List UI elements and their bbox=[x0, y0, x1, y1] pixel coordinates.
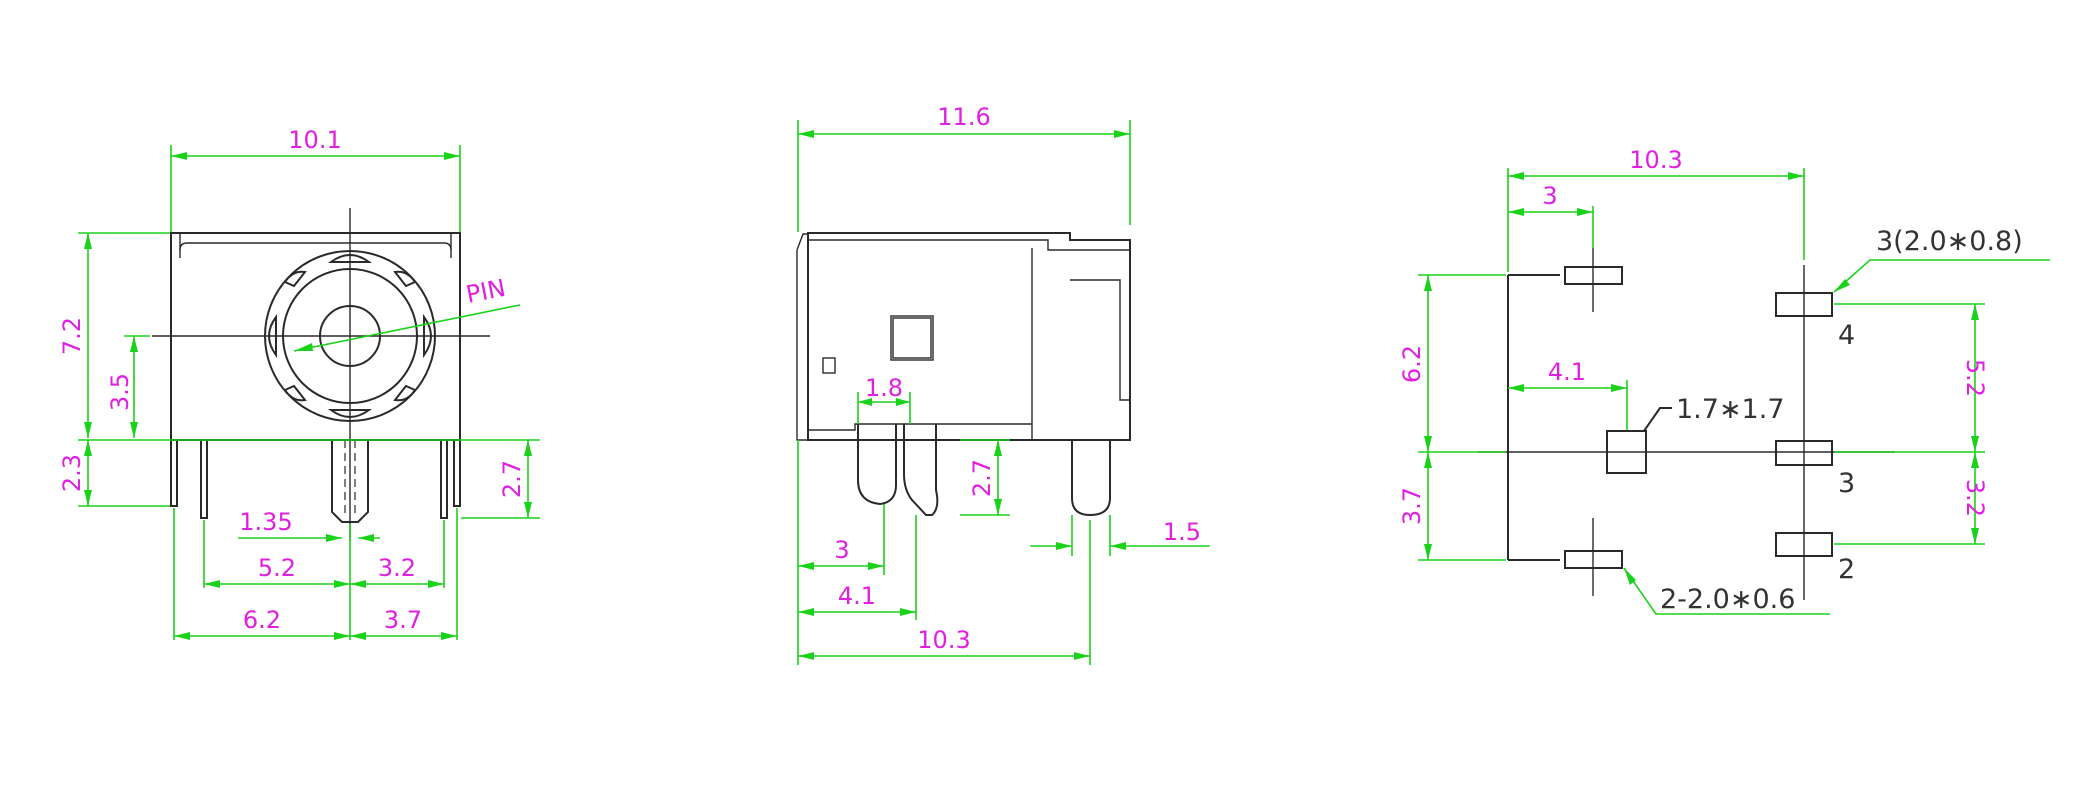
svg-text:2.7: 2.7 bbox=[498, 460, 526, 498]
dim-front-pinwidth: 1.35 bbox=[238, 508, 380, 542]
dim-front-width: 10.1 bbox=[170, 126, 461, 232]
pad-spec-2: 2-2.0∗0.6 bbox=[1660, 584, 1795, 615]
dim-footprint-right-bottom: 3.2 bbox=[1834, 452, 1989, 545]
side-body-outline bbox=[796, 232, 1131, 441]
svg-text:4.1: 4.1 bbox=[838, 582, 876, 610]
svg-text:2.3: 2.3 bbox=[58, 454, 86, 492]
svg-text:10.3: 10.3 bbox=[1629, 146, 1682, 174]
svg-text:6.2: 6.2 bbox=[1398, 345, 1426, 383]
side-pins bbox=[857, 424, 1111, 517]
side-view: 11.6 1.8 2.7 1.5 3 4.1 bbox=[796, 103, 1210, 665]
dim-front-pinlen: 2.3 bbox=[58, 439, 540, 507]
svg-text:1.5: 1.5 bbox=[1163, 518, 1201, 546]
svg-text:3: 3 bbox=[834, 536, 849, 564]
svg-text:1.35: 1.35 bbox=[239, 508, 292, 536]
pin-number-2: 2 bbox=[1838, 554, 1855, 585]
dim-footprint-offset: 3 bbox=[1508, 182, 1594, 248]
dim-side-length: 11.6 bbox=[797, 103, 1131, 232]
front-pins bbox=[170, 439, 461, 523]
front-ext-lines bbox=[173, 508, 458, 640]
footprint-view: 4 3 2 10.3 3 3(2.0∗0.8) 6.2 bbox=[1398, 146, 2050, 615]
center-pad-leader: 1.7∗1.7 bbox=[1643, 394, 1785, 432]
pin-label: PIN bbox=[464, 274, 508, 309]
pin-number-3: 3 bbox=[1838, 468, 1855, 499]
center-pad-spec: 1.7∗1.7 bbox=[1676, 394, 1785, 425]
svg-text:10.3: 10.3 bbox=[917, 626, 970, 654]
svg-text:7.2: 7.2 bbox=[58, 317, 86, 355]
svg-text:4.1: 4.1 bbox=[1548, 358, 1586, 386]
dim-footprint-center-offset: 4.1 bbox=[1508, 358, 1628, 430]
dim-front-sidepin: 2.7 bbox=[461, 440, 540, 519]
pad-center bbox=[1606, 430, 1647, 474]
svg-text:3.7: 3.7 bbox=[384, 606, 422, 634]
footprint-outline bbox=[1478, 274, 1895, 561]
pad-spec-2-leader: 2-2.0∗0.6 bbox=[1623, 567, 1830, 615]
pad-spec-1-leader: 3(2.0∗0.8) bbox=[1833, 226, 2050, 293]
svg-text:3: 3 bbox=[1542, 182, 1557, 210]
pin-leader bbox=[293, 304, 521, 352]
svg-text:6.2: 6.2 bbox=[243, 606, 281, 634]
dim-footprint-left-bottom: 3.7 bbox=[1398, 452, 1506, 561]
pad-spec-1: 3(2.0∗0.8) bbox=[1876, 226, 2023, 257]
dim-footprint-right-top: 5.2 bbox=[1834, 303, 1989, 453]
svg-text:3.7: 3.7 bbox=[1398, 487, 1426, 525]
svg-text:10.1: 10.1 bbox=[288, 126, 341, 154]
dim-footprint-width: 10.3 bbox=[1507, 146, 1805, 272]
svg-text:3.2: 3.2 bbox=[1961, 479, 1989, 517]
svg-text:2.7: 2.7 bbox=[968, 459, 996, 497]
dim-front-height: 7.2 bbox=[58, 232, 170, 438]
svg-text:11.6: 11.6 bbox=[937, 103, 990, 131]
svg-text:3.5: 3.5 bbox=[106, 373, 134, 411]
svg-text:3.2: 3.2 bbox=[378, 554, 416, 582]
dim-side-pinwidth: 1.8 bbox=[857, 374, 911, 424]
footprint-pads bbox=[1564, 248, 1833, 600]
dim-front-spacing-2: 6.2 3.7 bbox=[174, 606, 457, 640]
svg-text:5.2: 5.2 bbox=[1961, 359, 1989, 397]
svg-text:5.2: 5.2 bbox=[258, 554, 296, 582]
dim-front-spacing-1: 5.2 3.2 bbox=[204, 554, 444, 588]
dim-front-center: 3.5 bbox=[106, 335, 150, 438]
dim-side-offsets: 3 4.1 10.3 bbox=[797, 440, 1090, 665]
front-view: PIN 10.1 7.2 3.5 2.3 2.7 bbox=[58, 126, 540, 640]
dim-side-pinthick: 1.5 bbox=[1030, 515, 1210, 665]
pin-number-4: 4 bbox=[1838, 320, 1855, 351]
svg-text:1.8: 1.8 bbox=[865, 374, 903, 402]
dim-footprint-left-span: 6.2 bbox=[1398, 274, 1506, 453]
dim-side-pinlen: 2.7 bbox=[960, 439, 1010, 516]
